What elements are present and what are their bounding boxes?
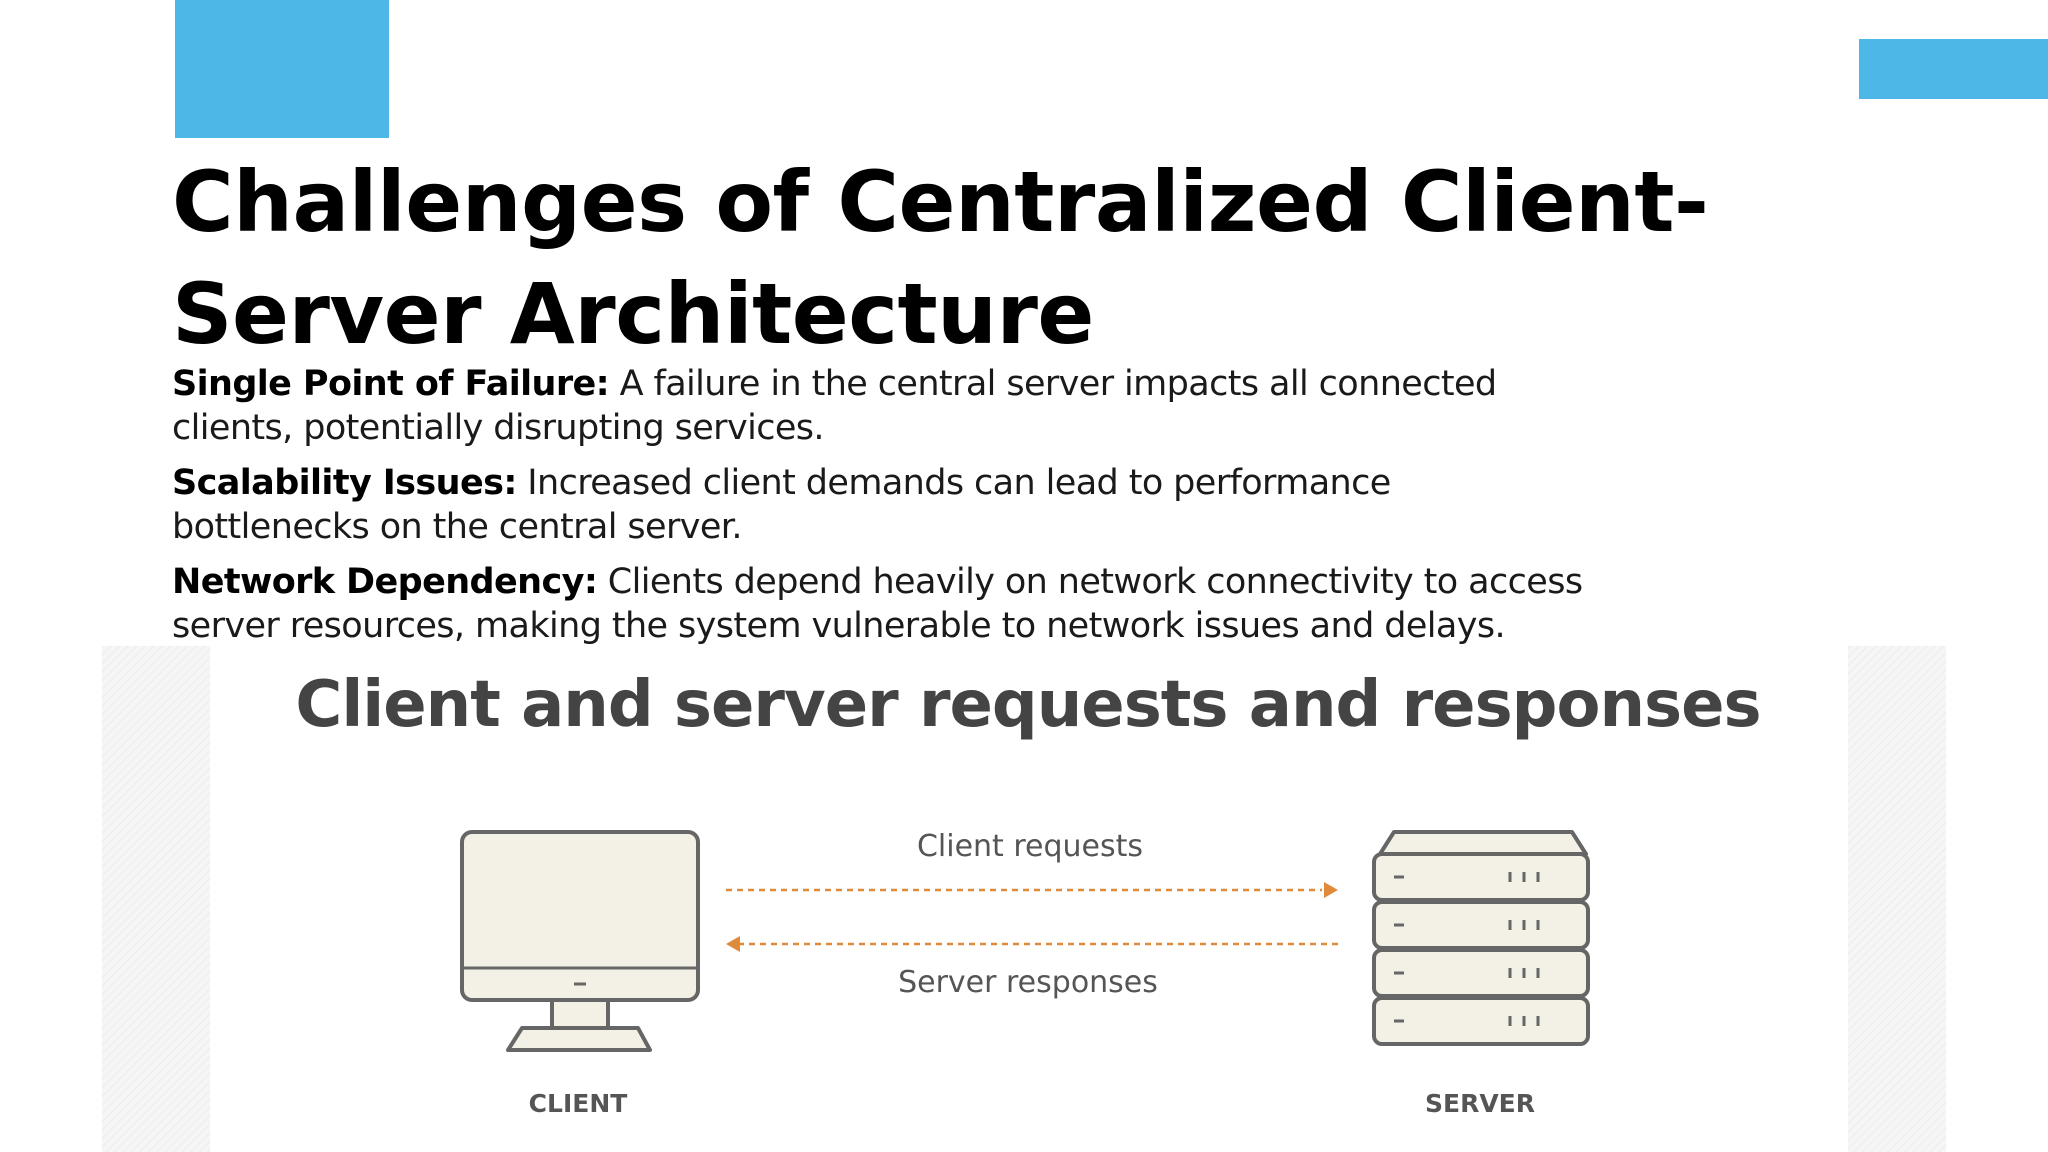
diagram-title: Client and server requests and responses	[295, 668, 1760, 742]
diagram-svg: Client and server requests and responses…	[102, 646, 1946, 1152]
bullet-text: Increased client demands can lead to per…	[172, 463, 1391, 547]
diagram-side-panel-left	[102, 646, 210, 1152]
bullet-item: Scalability Issues: Increased client dem…	[172, 461, 1592, 549]
request-arrow	[726, 882, 1338, 898]
bullet-text: A failure in the central server impacts …	[172, 364, 1497, 448]
request-label: Client requests	[917, 829, 1143, 864]
client-computer-icon	[460, 830, 700, 1052]
diagram-side-panel-right	[1848, 646, 1946, 1152]
bullet-term: Network Dependency:	[172, 562, 598, 602]
bullet-term: Scalability Issues:	[172, 463, 517, 503]
client-caption: CLIENT	[529, 1089, 628, 1118]
bullet-item: Single Point of Failure: A failure in th…	[172, 362, 1592, 450]
bullet-term: Single Point of Failure:	[172, 364, 610, 404]
accent-block-right	[1859, 39, 2048, 99]
bullet-list: Single Point of Failure: A failure in th…	[172, 362, 1592, 659]
bullet-item: Network Dependency: Clients depend heavi…	[172, 560, 1592, 648]
slide-title: Challenges of Centralized Client-Server …	[172, 153, 1709, 363]
bullet-text: Clients depend heavily on network connec…	[172, 562, 1583, 646]
accent-block-left	[175, 0, 389, 138]
response-label: Server responses	[898, 965, 1158, 1000]
server-rack-icon	[1372, 830, 1590, 1046]
diagram-background	[102, 646, 1946, 1152]
response-arrow	[726, 936, 1338, 952]
client-server-diagram: Client and server requests and responses…	[102, 646, 1946, 1152]
server-caption: SERVER	[1425, 1089, 1535, 1118]
